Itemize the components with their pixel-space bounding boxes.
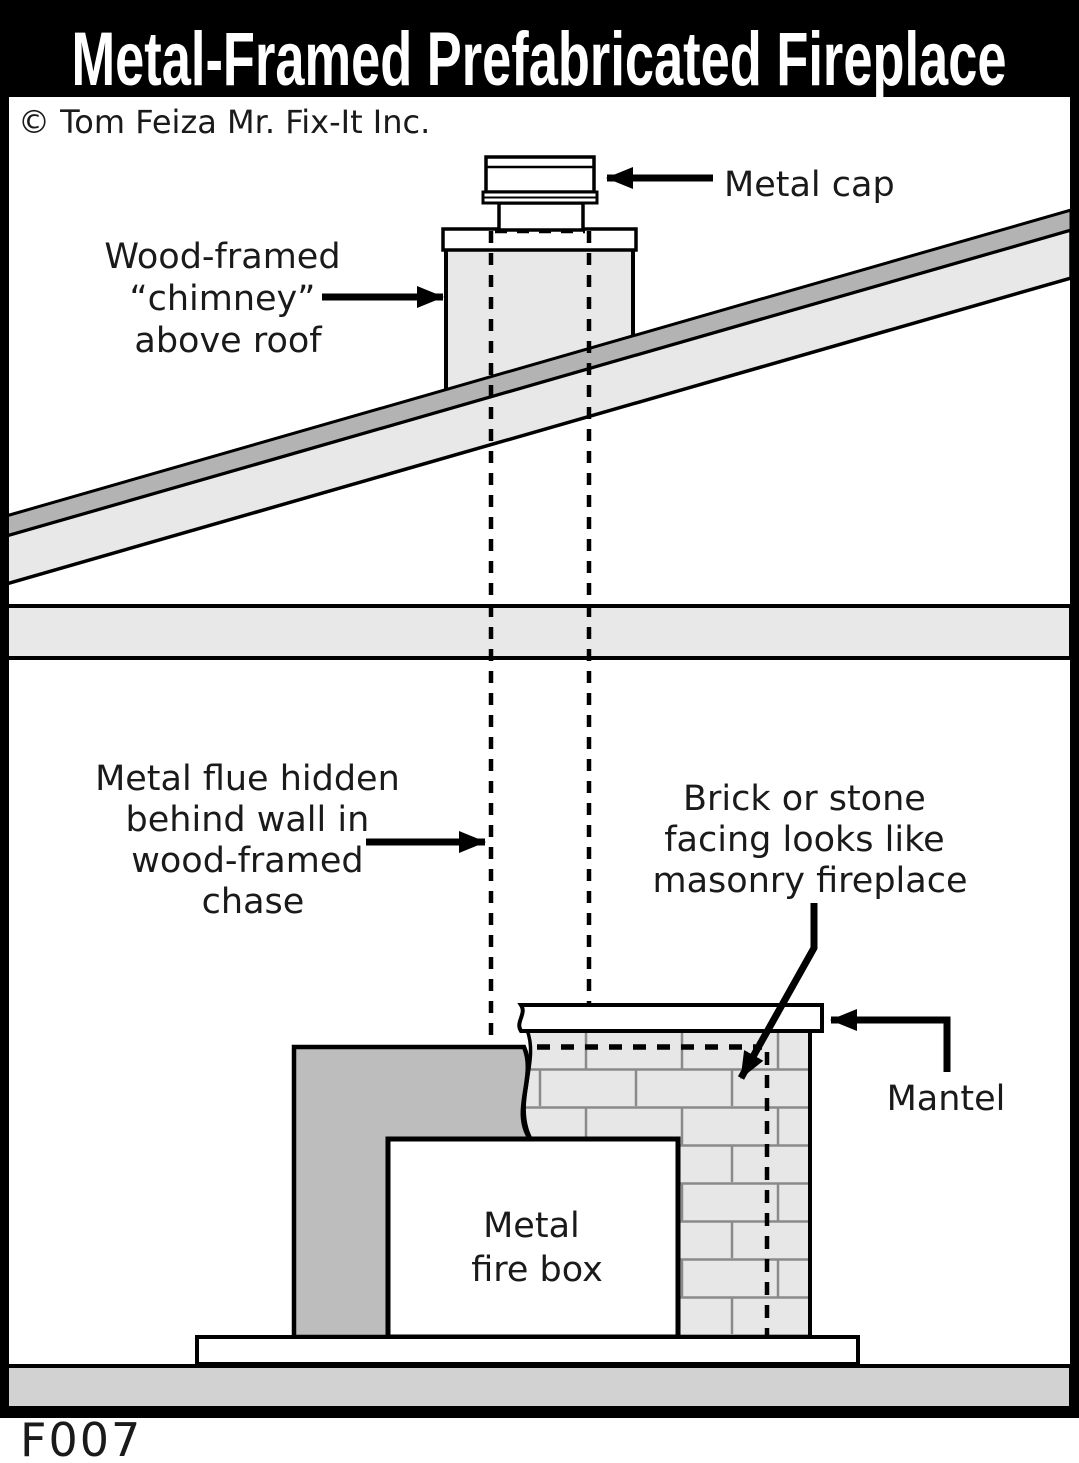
mantel-shelf <box>517 1003 824 1033</box>
ceiling-band <box>4 604 1073 660</box>
copyright-text: © Tom Feiza Mr. Fix-It Inc. <box>18 103 430 141</box>
title-bar <box>4 4 1075 97</box>
brick-mortar-pattern <box>524 1030 810 1336</box>
firebox-label: Metal fire box <box>471 1206 603 1290</box>
floor-band <box>4 1364 1073 1410</box>
metal-cap-body <box>484 155 596 194</box>
flue-label: Metal flue hidden behind wall in wood-fr… <box>95 759 411 922</box>
mantel-label: Mantel <box>887 1079 1006 1119</box>
hearth <box>195 1335 860 1366</box>
mantel-arrow <box>830 1009 951 1072</box>
metal-cap-label: Metal cap <box>724 165 895 205</box>
brick-facing-arrow <box>737 903 818 1080</box>
cap-neck <box>497 201 585 232</box>
chimney-label: Wood-framed “chimney” above roof <box>104 237 351 361</box>
page-title: Metal-Framed Prefabricated Fireplace <box>72 17 1007 102</box>
firebox <box>385 1136 681 1340</box>
brick-facing-label: Brick or stone facing looks like masonry… <box>653 779 968 901</box>
figure-code: F007 <box>20 1413 142 1463</box>
